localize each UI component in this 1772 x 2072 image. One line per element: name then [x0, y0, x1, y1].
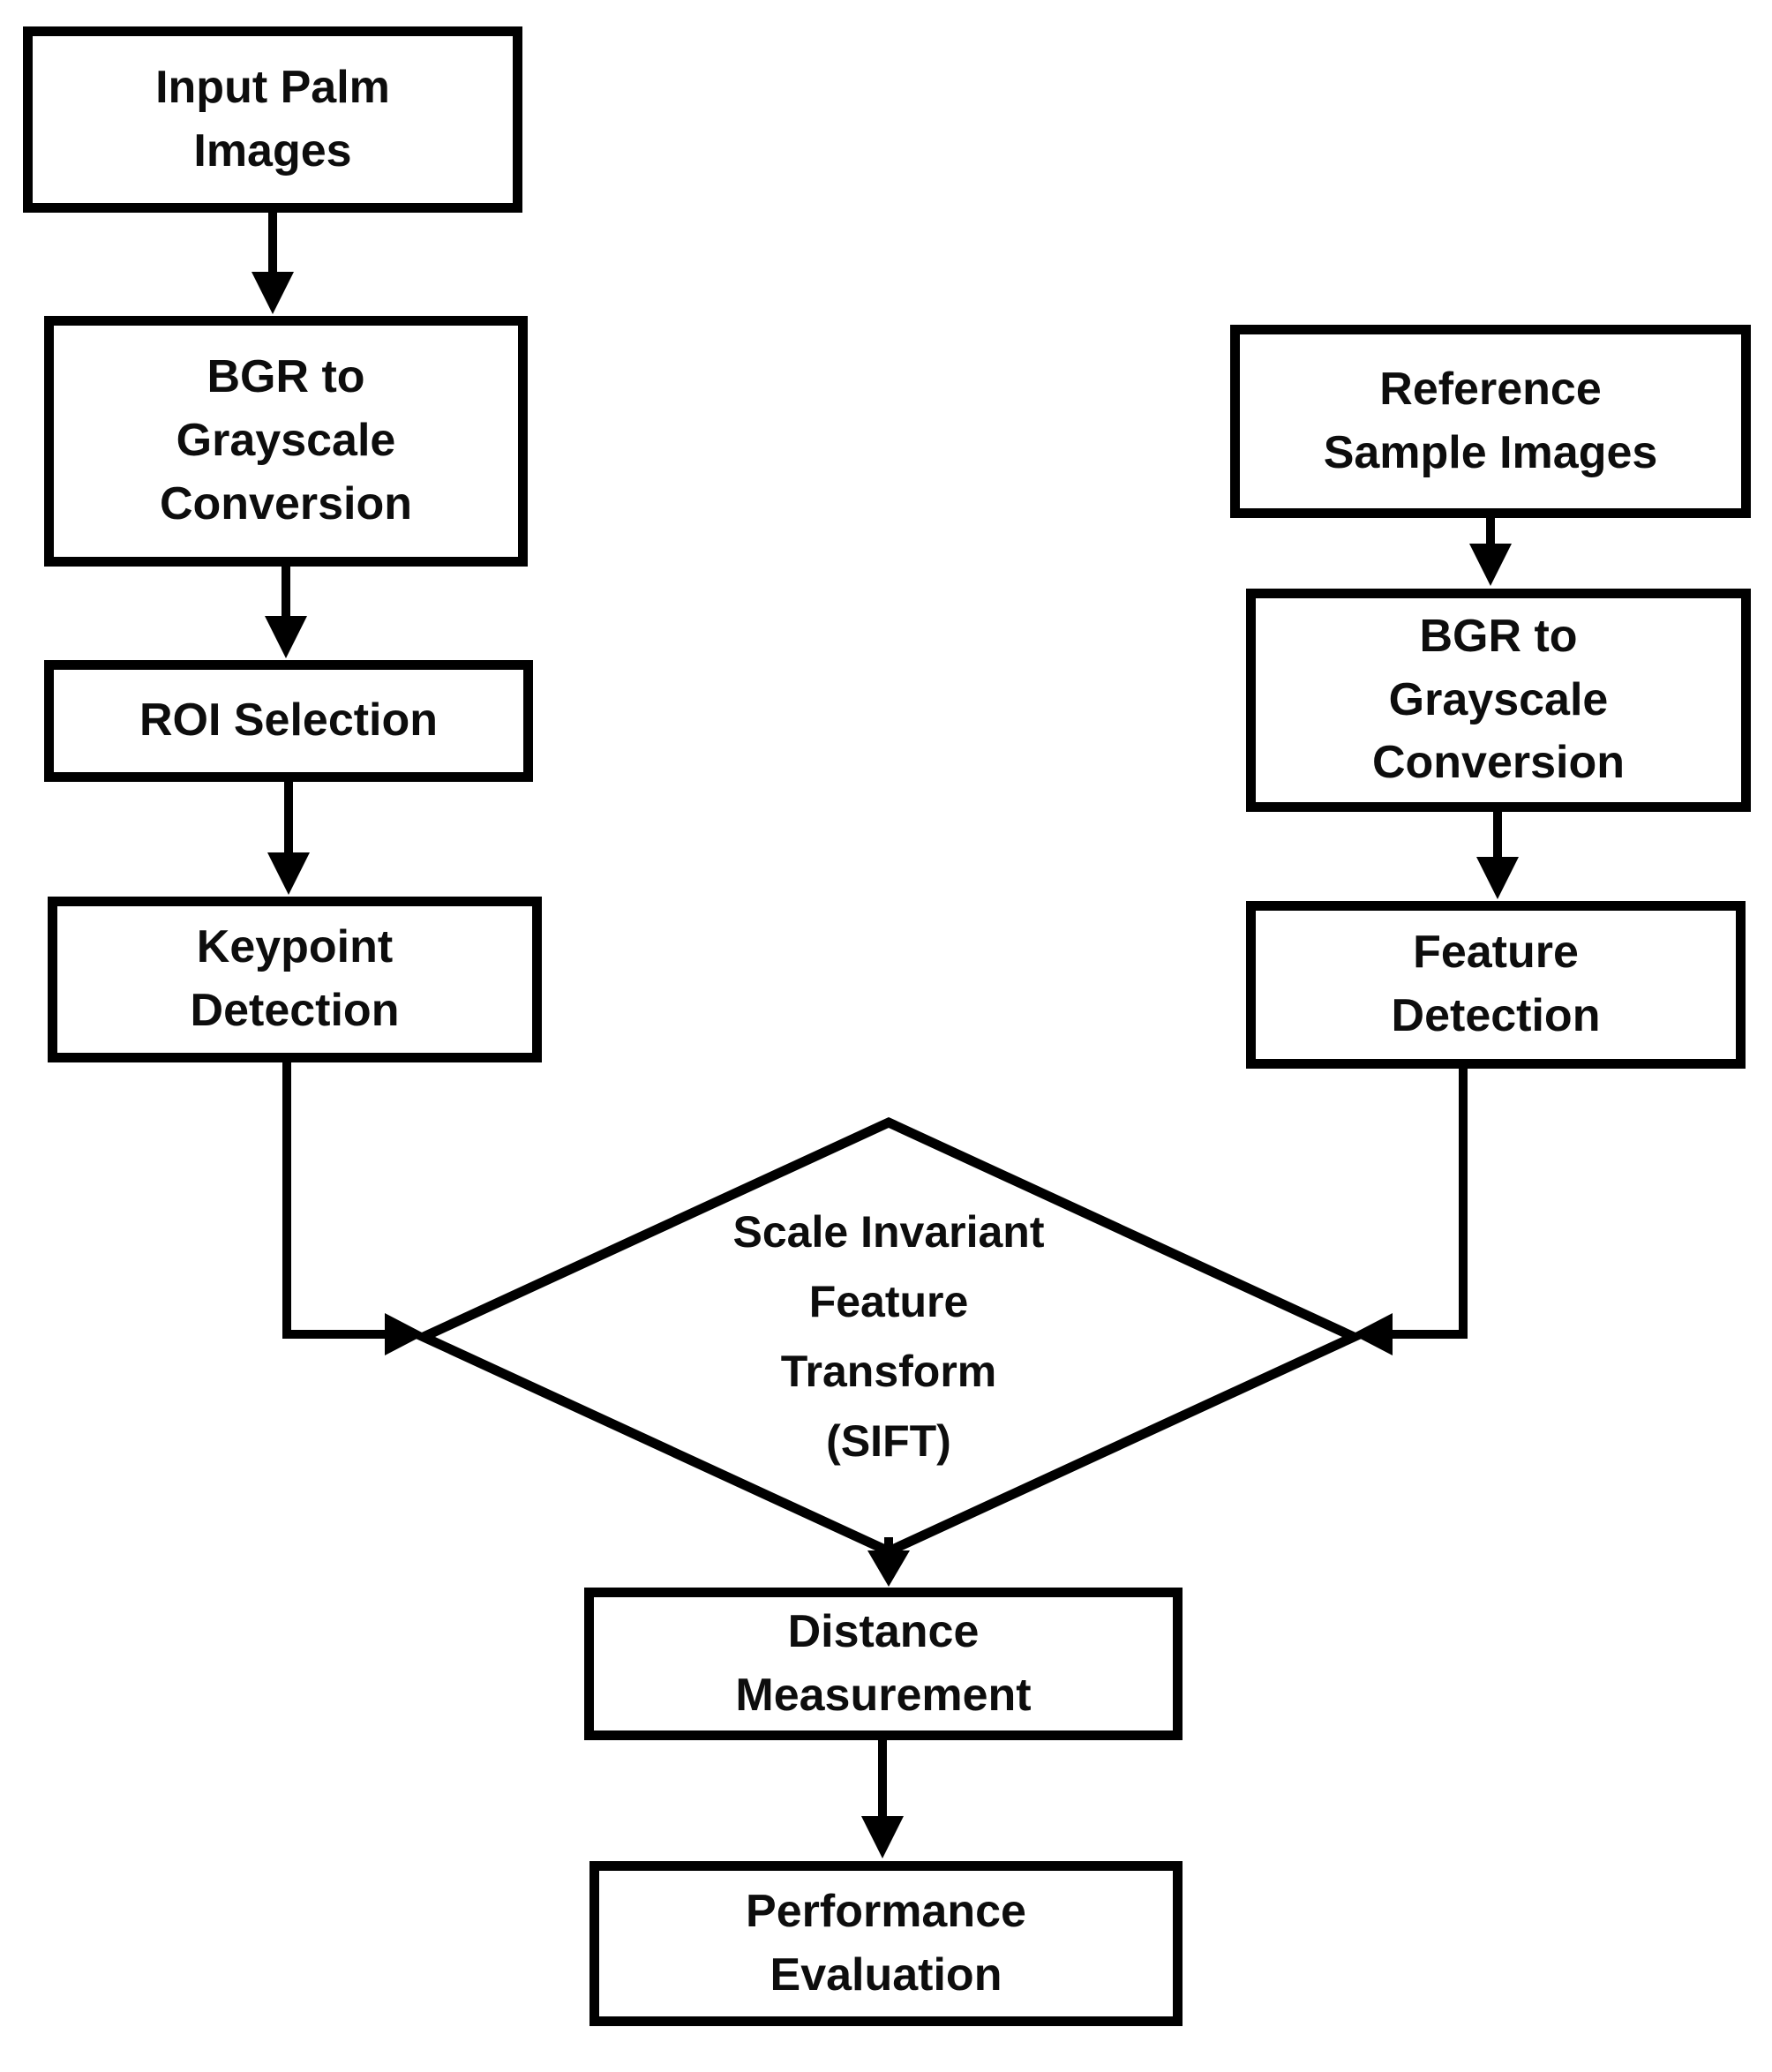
edge-distance-to-performance [861, 1740, 904, 1858]
edge-bgr-left-to-roi [265, 567, 307, 658]
node-distance-measurement: Distance Measurement [584, 1588, 1183, 1740]
edge-input-to-bgr-left [252, 213, 294, 314]
node-sift: Scale Invariant Feature Transform (SIFT) [565, 1193, 1213, 1481]
node-roi-selection: ROI Selection [44, 660, 533, 782]
node-roi-selection-label: ROI Selection [139, 694, 439, 747]
node-distance-measurement-label: Distance Measurement [735, 1605, 1032, 1721]
edge-reference-to-bgr-right [1469, 518, 1512, 586]
node-input-palm-images: Input Palm Images [23, 26, 522, 213]
node-performance-evaluation-label: Performance Evaluation [746, 1885, 1026, 2001]
node-bgr-to-grayscale-conversion-right: BGR to Grayscale Conversion [1246, 589, 1751, 812]
edge-roi-to-keypoint [267, 782, 310, 895]
node-bgr-to-grayscale-conversion-left: BGR to Grayscale Conversion [44, 316, 528, 567]
node-feature-detection: Feature Detection [1246, 901, 1746, 1069]
node-input-palm-images-label: Input Palm Images [155, 61, 390, 176]
node-keypoint-detection-label: Keypoint Detection [190, 921, 400, 1036]
node-keypoint-detection: Keypoint Detection [48, 897, 542, 1062]
node-reference-sample-images-label: Reference Sample Images [1323, 363, 1658, 478]
edge-bgr-right-to-feature [1476, 812, 1519, 899]
node-sift-label: Scale Invariant Feature Transform (SIFT) [732, 1207, 1045, 1466]
node-bgr-to-grayscale-conversion-left-label: BGR to Grayscale Conversion [159, 351, 413, 529]
edge-feature-to-sift [1352, 1069, 1468, 1355]
node-reference-sample-images: Reference Sample Images [1230, 325, 1751, 518]
edge-sift-to-distance [867, 1537, 910, 1587]
node-bgr-to-grayscale-conversion-right-label: BGR to Grayscale Conversion [1371, 610, 1626, 789]
edge-keypoint-to-sift [282, 1062, 425, 1355]
node-performance-evaluation: Performance Evaluation [589, 1861, 1183, 2026]
node-feature-detection-label: Feature Detection [1391, 927, 1601, 1041]
